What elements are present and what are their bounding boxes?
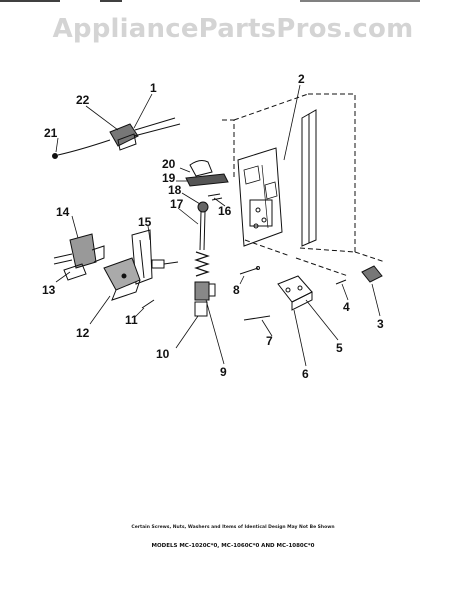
callout-14: 14 <box>56 205 70 219</box>
callout-22: 22 <box>76 93 90 107</box>
callout-8: 8 <box>233 283 240 297</box>
callout-17: 17 <box>170 197 184 211</box>
callout-9: 9 <box>220 365 227 379</box>
callout-11: 11 <box>125 313 138 327</box>
callout-19: 19 <box>162 171 176 185</box>
callout-12: 12 <box>76 326 90 340</box>
footnote-text: Certain Screws, Nuts, Washers and Items … <box>131 525 335 530</box>
pivot-arm-part-12 <box>103 257 141 301</box>
callout-4: 4 <box>343 300 350 314</box>
callout-18: 18 <box>168 183 182 197</box>
exploded-parts-diagram: 1 2 3 4 5 6 7 8 9 10 11 12 13 14 15 16 1… <box>42 72 386 381</box>
callout-1: 1 <box>150 81 157 95</box>
models-caption: MODELS MC-1020C*0, MC-1060C*0 AND MC-108… <box>151 543 315 549</box>
callout-5: 5 <box>336 341 343 355</box>
screw-part-4 <box>335 279 347 285</box>
pad-part-3 <box>361 265 383 283</box>
screw-part-8 <box>239 266 260 275</box>
callout-13: 13 <box>42 283 56 297</box>
screw-part-7 <box>243 315 271 321</box>
watermark-logo: AppliancePartsPros.com <box>52 14 414 44</box>
cam-part-10 <box>194 301 208 317</box>
door-frame-part-2 <box>237 109 317 247</box>
catch-block-part-6 <box>277 275 313 311</box>
interlock-switch-assembly <box>52 117 181 159</box>
callout-21: 21 <box>44 126 58 140</box>
screw-part-11 <box>141 299 155 309</box>
callout-16: 16 <box>218 204 232 218</box>
cabinet-outline <box>222 93 386 277</box>
callout-10: 10 <box>156 347 170 361</box>
top-edge-marks <box>0 0 420 2</box>
actuator-part-9 <box>194 281 216 301</box>
callout-20: 20 <box>162 157 176 171</box>
callout-7: 7 <box>266 334 273 348</box>
hook-assembly-part-14 <box>53 233 105 281</box>
latch-rod-part-17 <box>194 201 210 277</box>
callout-15: 15 <box>138 215 152 229</box>
callout-2: 2 <box>298 72 305 86</box>
callout-3: 3 <box>377 317 384 331</box>
leader-lines <box>55 84 381 367</box>
callout-6: 6 <box>302 367 309 381</box>
switch-part-20 <box>185 160 229 201</box>
